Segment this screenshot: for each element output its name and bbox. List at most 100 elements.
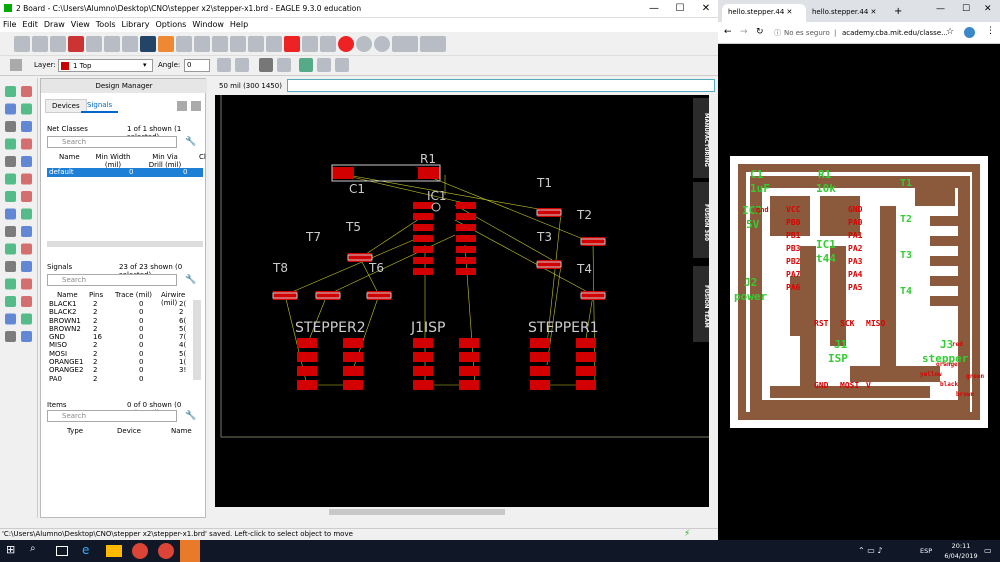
cam-icon[interactable] [67,36,84,52]
search-icon[interactable]: ⌕ [30,543,36,554]
text-abc-icon[interactable] [217,58,231,72]
tab-fusion-360[interactable]: FUSION 360 [693,182,709,258]
ratsnest-icon[interactable] [283,36,300,52]
menu-edit[interactable]: Edit [22,20,38,29]
forward-icon[interactable]: → [740,27,748,37]
menu-window[interactable]: Window [192,20,224,29]
task-view-icon[interactable] [56,546,68,556]
clock-time[interactable]: 20:11 [951,542,971,550]
bend-icon-2[interactable] [277,58,291,72]
script-icon[interactable] [121,36,138,52]
table-row[interactable]: default 0 0 [47,168,203,177]
wrench-icon[interactable]: 🔧 [185,137,197,147]
menu-draw[interactable]: Draw [43,20,65,29]
edge-icon[interactable]: e [82,543,90,557]
stop-icon[interactable] [337,36,354,52]
close-icon[interactable]: ✕ [984,4,992,14]
net-classes-search[interactable]: Search [47,136,177,148]
back-icon[interactable]: ← [724,27,732,37]
help-icon[interactable] [373,36,390,52]
close-icon[interactable]: ✕ [701,3,711,14]
menu-library[interactable]: Library [121,20,150,29]
undo-icon[interactable] [301,36,318,52]
grid-icon[interactable] [10,59,22,71]
menu-help[interactable]: Help [229,20,249,29]
chrome-icon[interactable] [132,543,148,559]
open-icon[interactable] [13,36,30,52]
zoom-out-icon[interactable] [211,36,228,52]
zoom-in-icon[interactable] [193,36,210,52]
zoom-icon[interactable] [191,101,201,111]
scrollbar[interactable] [193,300,201,380]
url-text[interactable]: academy.cba.mit.edu/classe... [842,29,948,37]
vertical-scrollbar[interactable] [709,95,718,517]
col-cl[interactable]: Cl [199,153,206,161]
tab-signals[interactable]: Signals [81,99,119,113]
wrench-icon[interactable]: 🔧 [185,275,197,285]
tab-devices[interactable]: Devices [45,99,87,113]
system-tray-icons[interactable]: ⌃ ▭ ♪ [858,546,883,555]
horizontal-scrollbar[interactable] [215,507,709,517]
windows-start-icon[interactable]: ⊞ [6,543,16,556]
col-airwire[interactable]: Airwire (mil) [161,291,186,307]
star-icon[interactable]: ☆ [946,27,955,37]
layer-select[interactable]: 1 Top ▾ [58,59,153,72]
col-name[interactable]: Name [59,153,80,161]
go-icon[interactable] [355,36,372,52]
pcb-quote-icon[interactable] [419,36,446,52]
zoom-area-icon[interactable] [247,36,264,52]
tab-fusion-team[interactable]: FUSION TEAM [693,266,709,342]
clock-date[interactable]: 6/04/2019 [944,552,978,560]
col-name[interactable]: Name [171,427,192,435]
col-name[interactable]: Name [57,291,78,299]
pointer-icon[interactable] [177,101,187,111]
col-type[interactable]: Type [67,427,84,435]
menu-icon[interactable]: ⋮ [986,26,995,36]
col-pins[interactable]: Pins [89,291,104,299]
menu-file[interactable]: File [3,20,17,29]
wrench-icon[interactable]: 🔧 [185,411,197,421]
ulp-icon[interactable] [157,36,174,52]
angle-select[interactable]: 0 [184,59,210,72]
items-search[interactable]: Search [47,410,177,422]
print-icon[interactable] [49,36,66,52]
redo-icon[interactable] [319,36,336,52]
bend-icon-1[interactable] [259,58,273,72]
zoom-fit-icon[interactable] [175,36,192,52]
reload-icon[interactable]: ↻ [756,27,764,37]
language-indicator[interactable]: ESP [920,547,933,555]
menu-view[interactable]: View [70,20,90,29]
close-icon[interactable]: ✕ [786,8,793,16]
maximize-icon[interactable]: ☐ [675,3,685,14]
scroll-thumb[interactable] [329,509,505,515]
minimize-icon[interactable]: — [649,3,659,14]
col-min-via[interactable]: Min Via Drill (mil) [148,153,182,169]
signals-search[interactable]: Search [47,274,177,286]
scr-icon[interactable] [139,36,156,52]
col-trace[interactable]: Trace (mil) [115,291,152,299]
schematic-icon[interactable] [85,36,102,52]
menu-options[interactable]: Options [155,20,187,29]
avatar[interactable] [964,27,975,38]
zoom-select-icon[interactable] [229,36,246,52]
tab-manufacturing[interactable]: MANUFACTURING [693,98,709,178]
new-tab-icon[interactable]: + [894,6,903,17]
board-icon[interactable] [103,36,120,52]
warning-icon[interactable]: ⓘ [774,29,781,37]
file-explorer-icon[interactable] [106,545,122,557]
close-icon[interactable]: ✕ [870,8,877,16]
save-icon[interactable] [31,36,48,52]
minimize-icon[interactable]: — [936,4,945,14]
design-link-icon[interactable] [391,36,418,52]
